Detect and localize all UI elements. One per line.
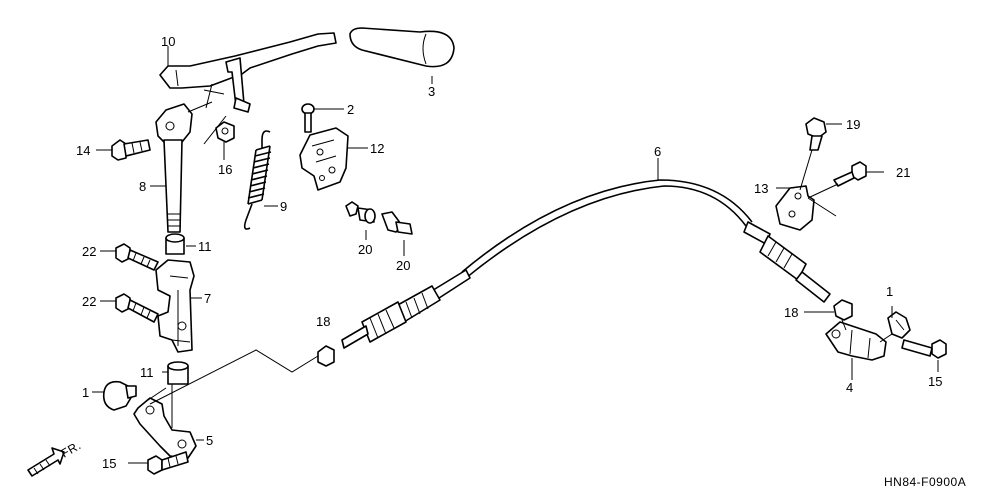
front-arrow-icon [27,447,65,477]
callout-1-right: 1 [886,284,893,299]
callout-13: 13 [754,181,768,196]
callout-8: 8 [139,179,146,194]
callout-22-lower: 22 [82,294,96,309]
bolt-15-right [901,339,947,359]
callout-21: 21 [896,165,910,180]
spring-9 [243,130,272,230]
ball-joint-1-left [102,380,137,411]
callout-16: 16 [218,162,232,177]
callout-9: 9 [280,199,287,214]
callout-15-left: 15 [102,456,116,471]
callout-4: 4 [846,380,853,395]
diagram-code: HN84-F0900A [884,475,966,489]
callout-12: 12 [370,141,384,156]
callout-18-right: 18 [784,305,798,320]
callout-labels: 10 3 2 12 14 16 8 9 11 22 7 22 20 20 6 1… [76,34,942,471]
callout-20-b: 20 [396,258,410,273]
lever-shaft-8 [155,103,193,233]
cable-joint-4 [825,321,887,361]
lever-tube-7 [155,259,195,353]
callout-11-lower: 11 [140,365,154,380]
callout-19: 19 [846,117,860,132]
callout-11-upper: 11 [198,239,212,254]
callout-1-left: 1 [82,385,89,400]
callout-7: 7 [204,291,211,306]
callout-3: 3 [428,84,435,99]
cable-bracket-13 [775,185,815,231]
bolt-19 [805,117,827,151]
callout-2: 2 [347,102,354,117]
bushing-11-upper [165,233,185,255]
link-arm-5 [133,397,197,459]
shift-lever-arm [159,32,337,113]
callout-10: 10 [161,34,175,49]
pin-2 [301,103,315,133]
leader-lines [92,46,939,464]
callout-15-right: 15 [928,374,942,389]
bolt-14 [111,139,151,161]
shift-cable-6 [341,179,831,349]
nut-16 [215,121,235,143]
bolt-20-a [345,201,376,224]
bolt-20-b [381,211,413,235]
callout-20-a: 20 [358,242,372,257]
callout-14: 14 [76,143,90,158]
nut-18-left [317,345,335,367]
collar-18-right [833,299,853,321]
callout-6: 6 [654,144,661,159]
bolt-15-left [147,451,189,475]
bracket-plate-12 [299,127,349,191]
callout-22-upper: 22 [82,244,96,259]
bolt-22-lower [115,293,159,323]
bolt-21 [833,161,867,187]
callout-18-left: 18 [316,314,330,329]
shift-knob [349,27,455,68]
bushing-11-lower [167,361,189,385]
callout-5: 5 [206,433,213,448]
bolt-22-upper [115,243,159,271]
